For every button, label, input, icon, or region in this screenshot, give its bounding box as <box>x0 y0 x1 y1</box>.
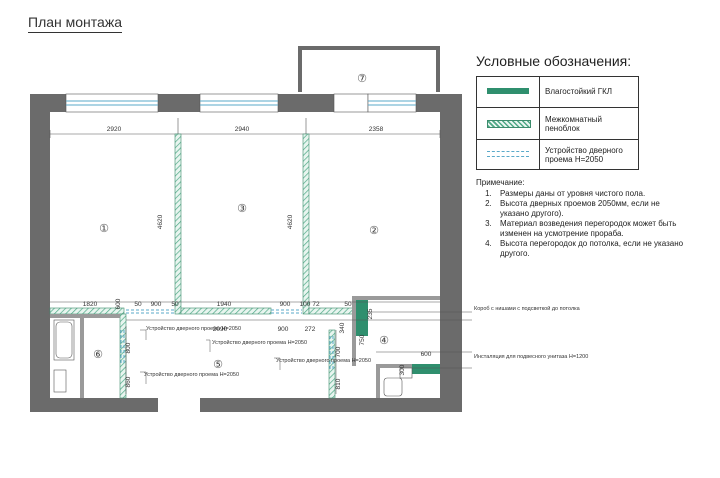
legend-label-foam-block: Межкомнатный пеноблок <box>545 115 602 133</box>
dim-900c: 900 <box>278 326 289 333</box>
legend-swatch-gkl <box>477 77 540 107</box>
room-label-6: ⑥ <box>93 349 103 361</box>
dim-top-1: 2920 <box>107 126 122 133</box>
gkl-installation <box>412 364 440 374</box>
dimension-labels: 2920 2940 2358 4620 4620 1820 600 50 900… <box>83 126 432 389</box>
dim-50b: 50 <box>171 301 179 308</box>
door-note-2: Устройство дверного проема Н=2050 <box>212 339 307 346</box>
legend-item-door: Устройство дверного проема Н=2050 <box>477 139 638 170</box>
dim-50c: 50 <box>344 301 352 308</box>
foam-block-partitions <box>49 133 354 399</box>
legend-swatch-foam-block <box>477 108 540 139</box>
dim-v-right: 4620 <box>287 214 294 229</box>
door-note-3: Устройство дверного проема Н=2050 <box>276 357 371 364</box>
dim-72: 72 <box>312 301 320 308</box>
legend-swatch-door <box>477 140 540 170</box>
dim-235: 235 <box>367 308 374 319</box>
door-note-1: Устройство дверного проема Н=2050 <box>146 325 241 332</box>
dim-1820: 1820 <box>83 301 98 308</box>
note-item: Высота дверных проемов 2050мм, если не у… <box>494 199 686 219</box>
dim-300: 300 <box>399 364 406 375</box>
notes-list: Размеры даны от уровня чистого пола. Выс… <box>476 189 686 259</box>
dim-800a: 800 <box>125 342 132 353</box>
dim-1940: 1940 <box>217 301 232 308</box>
room-label-7: ⑦ <box>357 73 367 85</box>
notes-block: Примечание: Размеры даны от уровня чисто… <box>476 178 686 259</box>
legend-box: Влагостойкий ГКЛ Межкомнатный пеноблок У… <box>476 76 639 170</box>
dim-v-left: 4620 <box>157 214 164 229</box>
note-item: Размеры даны от уровня чистого пола. <box>494 189 686 199</box>
annotation-leaders <box>140 311 472 384</box>
room-label-4: ④ <box>379 335 389 347</box>
dim-2090: 2090 <box>213 326 228 333</box>
dim-700: 700 <box>335 346 342 357</box>
dim-600a: 600 <box>115 298 122 309</box>
dim-top-3: 2358 <box>369 126 384 133</box>
dim-810: 810 <box>335 378 342 389</box>
windows <box>65 93 417 113</box>
legend-title: Условные обозначения: <box>476 53 632 69</box>
balcony <box>298 46 440 92</box>
door-openings <box>120 309 334 370</box>
install-note: Инсталяция для подвесного унитаза Н=1200 <box>474 354 588 360</box>
legend-label-gkl: Влагостойкий ГКЛ <box>545 87 613 96</box>
dim-272: 272 <box>305 326 316 333</box>
gkl-box <box>356 300 368 336</box>
legend-item-foam-block: Межкомнатный пеноблок <box>477 107 638 139</box>
door-note-4: Устройство дверного проема Н=2050 <box>144 371 239 378</box>
room-label-3: ③ <box>237 203 247 215</box>
dim-900b: 900 <box>280 301 291 308</box>
legend-label-door: Устройство дверного проема Н=2050 <box>545 146 623 164</box>
room-label-2: ② <box>369 225 379 237</box>
room-label-1: ① <box>99 223 109 235</box>
page-title: План монтажа <box>28 14 122 33</box>
notes-heading: Примечание: <box>476 178 525 187</box>
room-labels: ① ② ③ ④ ⑤ ⑥ ⑦ <box>93 73 389 371</box>
dim-100: 100 <box>300 301 311 308</box>
dim-750: 750 <box>359 334 366 345</box>
dim-860: 860 <box>125 376 132 387</box>
dim-top-2: 2940 <box>235 126 250 133</box>
dim-50a: 50 <box>134 301 142 308</box>
legend-item-gkl: Влагостойкий ГКЛ <box>477 77 638 107</box>
partition-dimension-lines <box>50 301 472 394</box>
dim-340: 340 <box>339 322 346 333</box>
note-item: Материал возведения перегородок может бы… <box>494 219 686 239</box>
inner-walls <box>50 296 440 398</box>
dim-600b: 600 <box>421 351 432 358</box>
bathroom-fixtures <box>53 319 413 397</box>
note-item: Высота перегородок до потолка, если не у… <box>494 239 686 259</box>
annotation-labels: Устройство дверного проема Н=2050 Устрой… <box>144 305 588 378</box>
room-label-5: ⑤ <box>213 359 223 371</box>
box-note: Короб с нишами с подсветкой до потолка <box>474 305 581 312</box>
dim-900a: 900 <box>151 301 162 308</box>
